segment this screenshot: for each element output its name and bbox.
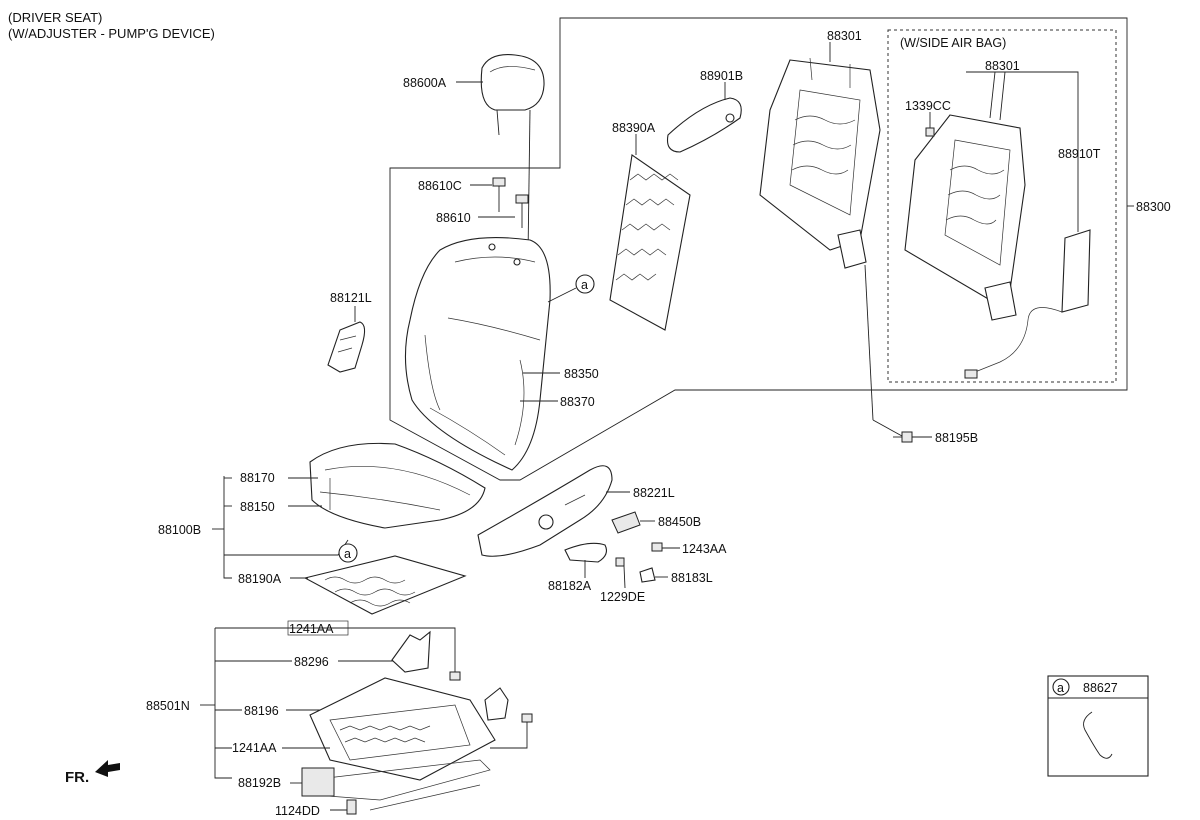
label-88610c: 88610C (418, 179, 462, 193)
label-88370: 88370 (560, 395, 595, 409)
side-shield-88221l (477, 465, 613, 557)
label-1243aa: 1243AA (682, 542, 727, 556)
label-88150: 88150 (240, 500, 275, 514)
label-88183l: 88183L (671, 571, 713, 585)
label-88100b: 88100B (158, 523, 201, 537)
header-driver-seat: (DRIVER SEAT) (8, 10, 102, 25)
leader-callout-a-lower (224, 539, 349, 556)
label-88350: 88350 (564, 367, 599, 381)
legend-callout-a: a (1057, 681, 1064, 695)
leader-88301-inset (966, 71, 1079, 232)
label-88610: 88610 (436, 211, 471, 225)
headrest-88600a (480, 53, 545, 256)
seat-cushion (309, 442, 486, 529)
label-88170: 88170 (240, 471, 275, 485)
label-88196: 88196 (244, 704, 279, 718)
front-direction-label: FR. (65, 769, 89, 786)
callout-a-upper: a (581, 278, 588, 292)
side-airbag-inset-box (887, 29, 1117, 383)
label-1124dd: 1124DD (275, 804, 320, 818)
label-88190a: 88190A (238, 572, 282, 586)
headrest-guide-88610 (515, 194, 529, 228)
callout-circle-upper (575, 274, 595, 294)
side-airbag-88910t (964, 229, 1091, 379)
label-88296: 88296 (294, 655, 329, 669)
label-88901b: 88901B (700, 69, 743, 83)
seat-mat-88190a (303, 555, 467, 615)
cover-88296 (391, 630, 431, 673)
label-88221l: 88221L (633, 486, 675, 500)
bracket-88501n (214, 628, 232, 779)
legend-part-88627: 88627 (1083, 681, 1118, 695)
label-88501n: 88501N (146, 699, 190, 713)
label-88121l: 88121L (330, 291, 372, 305)
callout-circle-lower (338, 543, 358, 563)
callout-a-lower: a (344, 547, 351, 561)
label-1241aa-top-bg (287, 620, 349, 636)
leader-88195b-diag (872, 419, 903, 437)
label-1229de: 1229DE (600, 590, 645, 604)
back-frame-88301 (759, 57, 881, 269)
bolt-1241aa-right (521, 713, 533, 723)
assembly-88300-outline (389, 17, 1128, 481)
inset-title: (W/SIDE AIR BAG) (900, 36, 1006, 50)
bolt-1241aa-top (449, 671, 461, 681)
leader-1241aa-top (215, 627, 456, 672)
label-88301-inset: 88301 (985, 59, 1020, 73)
leader-1241aa-right (490, 722, 528, 749)
label-88301-main: 88301 (827, 29, 862, 43)
bolt-88195b (893, 431, 913, 443)
label-1241aa-top: 1241AA (289, 622, 334, 636)
bracket-88100b (223, 476, 232, 579)
bracket-88121l (327, 321, 366, 373)
seatback-cushion (404, 236, 551, 471)
front-arrow-icon (95, 760, 120, 777)
header-adjuster: (W/ADJUSTER - PUMP'G DEVICE) (8, 26, 215, 41)
leader-88301-inset-b (999, 71, 1006, 121)
leader-88195b-frame (864, 264, 874, 421)
screw-1243aa (651, 542, 663, 552)
cap-88183l (639, 567, 656, 583)
module-88192b (301, 767, 335, 797)
label-88182a: 88182A (548, 579, 592, 593)
bolt-1339cc (925, 127, 935, 137)
clip-88627-icon (1083, 711, 1113, 759)
seat-track-assembly (309, 677, 509, 811)
inset-back-frame (904, 114, 1026, 321)
label-88600a: 88600A (403, 76, 447, 90)
leader-88301-inset-a (989, 71, 996, 119)
screw-1229de (615, 557, 625, 567)
label-1241aa-bot: 1241AA (232, 741, 277, 755)
back-pad-88390a (609, 154, 691, 331)
legend-box (1047, 675, 1149, 777)
leader-callout-a-upper (547, 287, 577, 303)
label-88390a: 88390A (612, 121, 656, 135)
leader-1229de (623, 565, 626, 589)
label-88450b: 88450B (658, 515, 701, 529)
label-88192b: 88192B (238, 776, 281, 790)
label-88300: 88300 (1136, 200, 1171, 214)
label-88910t: 88910T (1058, 147, 1101, 161)
label-88195b: 88195B (935, 431, 978, 445)
lever-88182a (564, 542, 607, 563)
headrest-guide-88610c (492, 177, 506, 212)
knob-88450b (611, 511, 641, 534)
armrest-88901b (666, 97, 742, 153)
bolt-1124dd (346, 799, 357, 815)
label-1339cc: 1339CC (905, 99, 951, 113)
